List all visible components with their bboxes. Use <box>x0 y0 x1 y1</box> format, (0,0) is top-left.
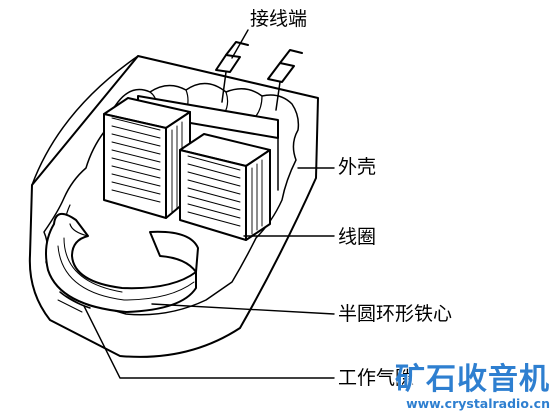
label-terminal: 接线端 <box>250 8 308 30</box>
semicircular-core <box>45 213 199 313</box>
label-coil: 线圈 <box>338 226 377 248</box>
terminals <box>215 41 303 111</box>
right-coil <box>179 133 271 241</box>
label-gap: 工作气隙 <box>338 367 415 389</box>
watermark-url: www.crystalradio.cn <box>406 396 550 411</box>
working-gap <box>57 291 91 313</box>
watermark: 矿石收音机 www.crystalradio.cn <box>395 362 550 412</box>
outer-shell <box>28 55 319 358</box>
label-shell: 外壳 <box>338 156 377 178</box>
label-core: 半圆环形铁心 <box>338 303 453 325</box>
leader-lines <box>83 29 335 379</box>
watermark-title: 矿石收音机 <box>395 362 550 397</box>
left-coil <box>103 97 191 219</box>
